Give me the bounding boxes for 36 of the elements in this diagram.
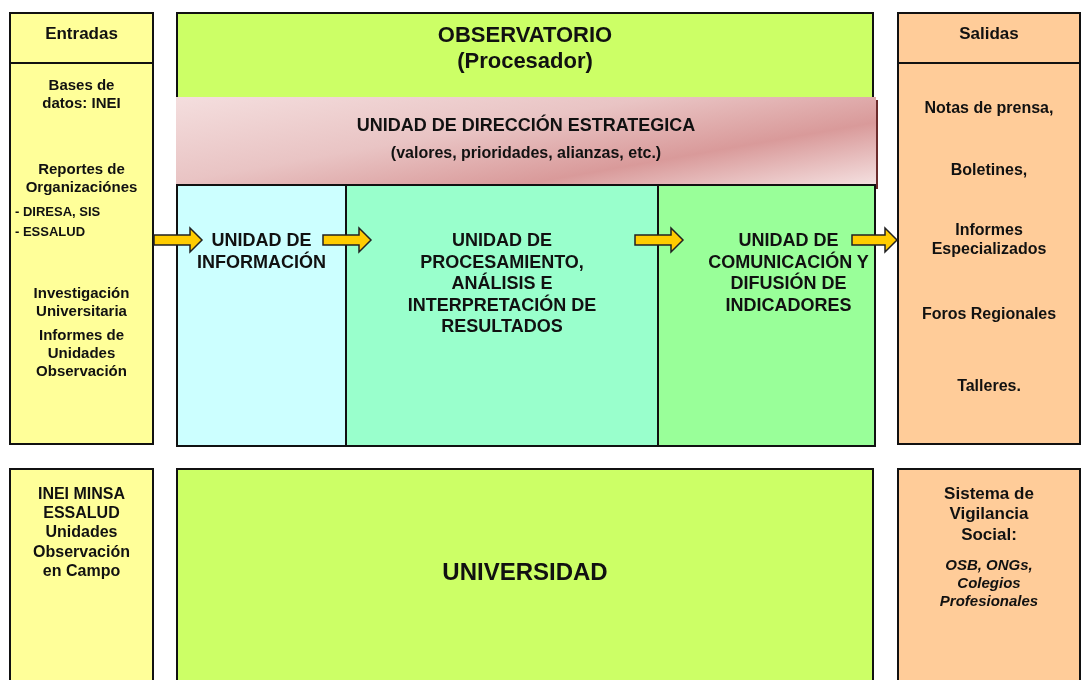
communication-unit-box bbox=[657, 184, 876, 447]
block-arrow bbox=[634, 226, 685, 254]
output-item-text: Foros Regionales bbox=[920, 304, 1058, 324]
organization-list: OSB, ONGs, Colegios Profesionales bbox=[924, 556, 1054, 610]
output-item-text: Informes Especializados bbox=[930, 220, 1048, 259]
input-list-item: - DIRESA, SIS bbox=[15, 204, 102, 220]
input-source-text: Reportes de Organizaciónes bbox=[24, 160, 139, 196]
processing-unit-box bbox=[345, 184, 659, 447]
input-source-box bbox=[9, 468, 154, 680]
column-header: Entradas bbox=[44, 24, 119, 45]
input-source-text: Informes de Unidades Observación bbox=[35, 326, 128, 380]
input-source-text: INEI MINSA ESSALUD Unidades Observación en Campo bbox=[32, 484, 131, 580]
container-title: OBSERVATORIO (Procesador) bbox=[436, 22, 614, 75]
box-title: UNIVERSIDAD bbox=[441, 558, 609, 587]
block-arrow bbox=[153, 226, 204, 254]
output-item-text: Boletines, bbox=[949, 160, 1029, 180]
output-column-box bbox=[897, 12, 1081, 445]
unit-title: UNIDAD DE INFORMACIÓN bbox=[197, 230, 326, 274]
university-box bbox=[176, 468, 874, 680]
input-source-text: Bases de datos: INEI bbox=[41, 76, 122, 112]
strategic-unit-banner bbox=[176, 97, 876, 186]
output-item-text: Notas de prensa, bbox=[923, 98, 1055, 118]
social-surveillance-box bbox=[897, 468, 1081, 680]
information-unit-box bbox=[176, 184, 347, 447]
input-list-item: - ESSALUD bbox=[15, 224, 87, 240]
output-item-text: Talleres. bbox=[956, 376, 1022, 396]
input-column-box bbox=[9, 12, 154, 445]
unit-title: UNIDAD DE PROCESAMIENTO, ANÁLISIS E INTERPRETACIÓN DE RESULTADOS bbox=[406, 230, 598, 338]
block-arrow bbox=[851, 226, 899, 254]
unit-title: UNIDAD DE COMUNICACIÓN Y DIFUSIÓN DE INDICADORES bbox=[707, 230, 870, 317]
unit-subtitle: (valores, prioridades, alianzas, etc.) bbox=[389, 143, 663, 163]
box-title: Sistema de Vigilancia Social: bbox=[943, 484, 1035, 546]
unit-title: UNIDAD DE DIRECCIÓN ESTRATEGICA bbox=[355, 115, 697, 137]
column-header: Salidas bbox=[958, 24, 1020, 45]
block-arrow bbox=[322, 226, 373, 254]
input-source-text: Investigación Universitaria bbox=[32, 284, 131, 320]
